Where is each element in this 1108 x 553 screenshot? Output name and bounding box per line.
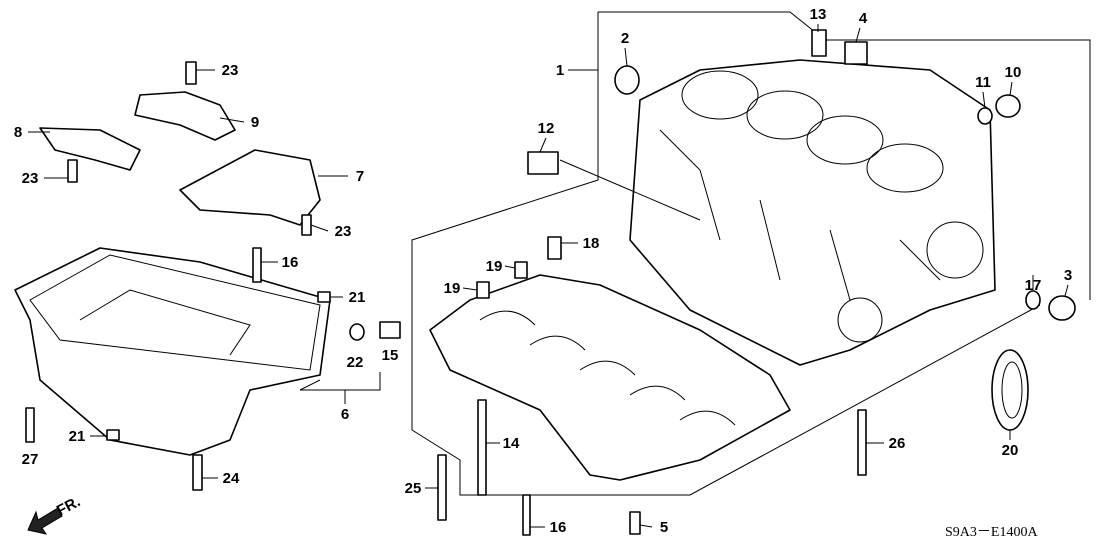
callout-22: 22 (347, 354, 364, 371)
washer-22 (349, 323, 365, 341)
lower-block (429, 274, 791, 481)
callout-8: 8 (14, 124, 22, 141)
callout-13: 13 (810, 6, 827, 23)
bolt-24 (192, 454, 203, 491)
bolt-27 (25, 407, 35, 443)
callout-labels: 1 2 13 4 11 10 12 17 3 20 26 5 16 14 25 … (14, 6, 1072, 536)
small-parts (25, 29, 1076, 536)
callout-21-lower: 21 (69, 428, 86, 445)
washer-11 (977, 107, 993, 125)
callout-10: 10 (1005, 64, 1022, 81)
callout-15: 15 (382, 347, 399, 364)
callout-12: 12 (538, 120, 555, 137)
callout-18: 18 (583, 235, 600, 252)
callout-14: 14 (503, 435, 520, 452)
callout-23-left: 23 (22, 170, 39, 187)
bolt-26 (857, 409, 867, 476)
callout-19-lower: 19 (444, 280, 461, 297)
callout-9: 9 (251, 114, 259, 131)
drain-plug-15 (379, 321, 401, 339)
callout-1: 1 (556, 62, 564, 79)
callout-11: 11 (975, 74, 991, 91)
plug-4 (844, 41, 868, 65)
sensor-13 (811, 29, 827, 57)
plug-10 (995, 94, 1021, 118)
callout-25: 25 (405, 480, 422, 497)
callout-23-top: 23 (222, 62, 239, 79)
stud-16b (522, 494, 531, 536)
callout-2: 2 (621, 30, 629, 47)
callout-26: 26 (889, 435, 906, 452)
dowel-19b (476, 281, 490, 299)
callout-5: 5 (660, 519, 668, 536)
callout-27: 27 (22, 451, 39, 468)
nut-21b (106, 429, 120, 441)
oil-pan (14, 247, 331, 456)
callout-16-upper: 16 (282, 254, 299, 271)
callout-16-lower: 16 (550, 519, 567, 536)
bolt-14 (477, 399, 487, 496)
washer-17 (1025, 290, 1041, 310)
plug-3 (1048, 295, 1076, 321)
front-indicator: FR. (27, 493, 83, 535)
callout-19-upper: 19 (486, 258, 503, 275)
dowel-19a (514, 261, 528, 279)
stud-16a (252, 247, 262, 283)
callout-17: 17 (1025, 277, 1042, 294)
callout-7: 7 (356, 168, 364, 185)
dowel-18 (547, 236, 562, 260)
callout-6: 6 (341, 406, 349, 423)
bolt-23c (301, 214, 312, 236)
plug-5 (629, 511, 641, 535)
bolt-25 (437, 454, 447, 521)
callout-3: 3 (1064, 267, 1072, 284)
callout-21-upper: 21 (349, 289, 366, 306)
sensor-12 (527, 151, 559, 175)
callout-4: 4 (859, 10, 868, 27)
bolt-23b (67, 159, 78, 183)
leader-lines (28, 24, 1069, 528)
callout-23-right: 23 (335, 223, 352, 240)
callout-20: 20 (1002, 442, 1019, 459)
diagram-code: S9A3－E1400A (945, 525, 1038, 540)
nut-21a (317, 291, 331, 303)
front-arrow-icon (27, 507, 63, 535)
cylinder-block (629, 59, 996, 366)
callout-24: 24 (223, 470, 240, 487)
plug-2 (614, 65, 640, 95)
bolt-23 (185, 61, 197, 85)
baffle-plates (39, 91, 321, 226)
